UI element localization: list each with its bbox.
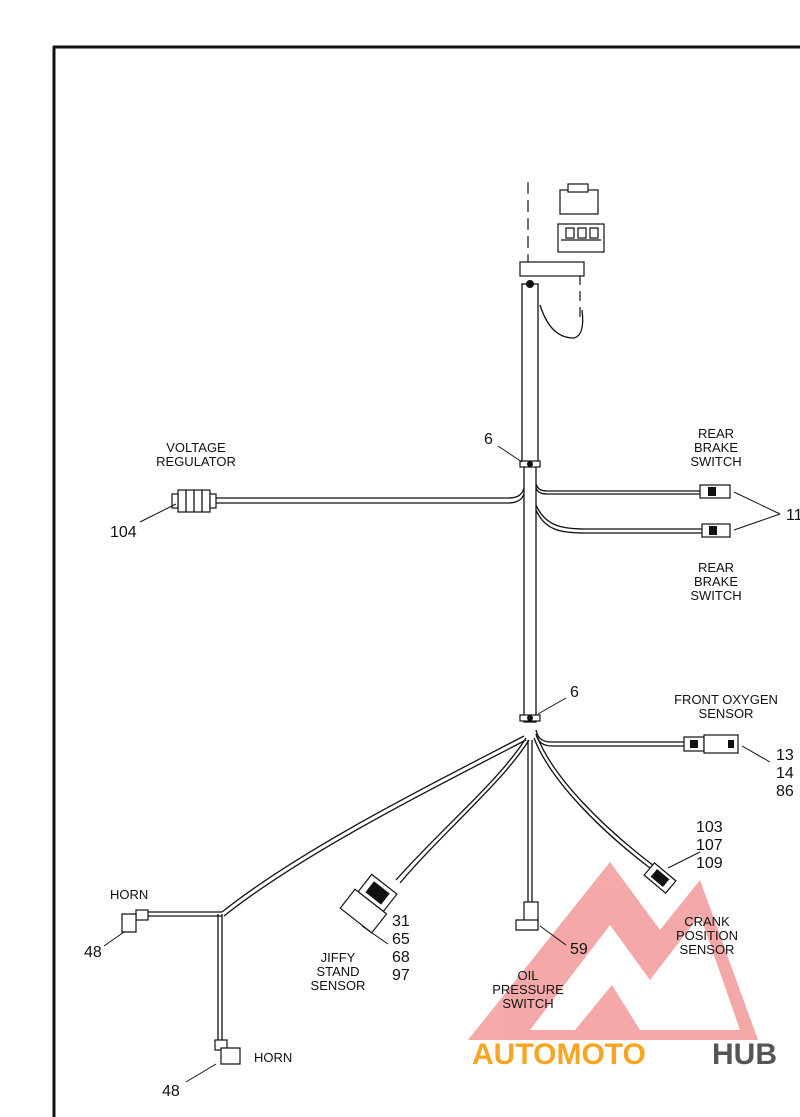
jiffy-stand-sensor-branch: 31 65 68 97 JIFFY STAND SENSOR — [311, 737, 530, 993]
rear-brake-switch-bottom-label-3: SWITCH — [690, 588, 741, 603]
front-oxygen-label-2: SENSOR — [699, 706, 754, 721]
horn-branch: 48 HORN 48 HORN — [84, 735, 527, 1100]
clip-lower-callout: 6 — [570, 684, 579, 701]
rear-brake-switch-callout: 11 — [786, 507, 800, 524]
crank-position-sensor-branch: 103 107 109 CRANK POSITION SENSOR — [533, 735, 738, 957]
oil-pressure-switch-branch: 59 OIL PRESSURE SWITCH — [492, 740, 588, 1011]
front-oxygen-callout-1: 13 — [776, 747, 794, 764]
jiffy-label-3: SENSOR — [311, 978, 366, 993]
front-oxygen-callout-2: 14 — [776, 765, 794, 782]
jiffy-label-1: JIFFY — [321, 950, 356, 965]
oil-pressure-label-3: SWITCH — [502, 996, 553, 1011]
rear-brake-switch-top-label-3: SWITCH — [690, 454, 741, 469]
front-oxygen-sensor-branch: 13 14 86 FRONT OXYGEN SENSOR — [535, 692, 794, 800]
horn-bottom-callout: 48 — [162, 1083, 180, 1100]
voltage-regulator-label-1: VOLTAGE — [166, 440, 226, 455]
voltage-regulator-branch: 104 VOLTAGE REGULATOR — [110, 440, 525, 541]
clip-upper-callout: 6 — [484, 431, 493, 448]
clip-lower: 6 — [519, 684, 579, 722]
oil-pressure-callout: 59 — [570, 941, 588, 958]
rear-brake-switch-bottom-label-2: BRAKE — [694, 574, 738, 589]
jiffy-callout-4: 97 — [392, 967, 410, 984]
oil-pressure-label-2: PRESSURE — [492, 982, 564, 997]
front-oxygen-callout-3: 86 — [776, 783, 794, 800]
crank-position-sensor-connector — [643, 862, 677, 894]
jiffy-callout-1: 31 — [392, 913, 410, 930]
front-oxygen-label-1: FRONT OXYGEN — [674, 692, 778, 707]
watermark-logo — [468, 862, 758, 1040]
crank-label-1: CRANK — [684, 914, 730, 929]
jiffy-callout-3: 68 — [392, 949, 410, 966]
rear-brake-switch-bottom-label-1: REAR — [698, 560, 734, 575]
voltage-regulator-callout: 104 — [110, 524, 137, 541]
horn-bottom-label: HORN — [254, 1050, 292, 1065]
horn-left-callout: 48 — [84, 944, 102, 961]
jiffy-stand-sensor-connector — [339, 873, 398, 934]
watermark-text-a: AUTOMOTO — [472, 1038, 646, 1071]
harness-trunk — [521, 280, 539, 723]
horn-bottom-connector — [220, 1047, 241, 1065]
crank-label-2: POSITION — [676, 928, 738, 943]
crank-callout-2: 107 — [696, 837, 723, 854]
main-connector-top — [519, 182, 605, 339]
horn-left-connector — [121, 913, 137, 933]
oil-pressure-label-1: OIL — [518, 968, 539, 983]
jiffy-label-2: STAND — [316, 964, 359, 979]
watermark-text-b: HUB — [712, 1038, 777, 1071]
rear-brake-switch-branches: 11 REAR BRAKE SWITCH REAR BRAKE SWITCH — [535, 426, 800, 603]
rear-brake-switch-top-label-2: BRAKE — [694, 440, 738, 455]
crank-callout-1: 103 — [696, 819, 723, 836]
jiffy-callout-2: 65 — [392, 931, 410, 948]
crank-callout-3: 109 — [696, 855, 723, 872]
watermark-text: AUTOMOTO HUB — [472, 1038, 777, 1071]
page-frame — [52, 45, 800, 1117]
clip-upper: 6 — [484, 431, 541, 468]
crank-label-3: SENSOR — [680, 942, 735, 957]
horn-left-label: HORN — [110, 887, 148, 902]
voltage-regulator-label-2: REGULATOR — [156, 454, 236, 469]
rear-brake-switch-top-label-1: REAR — [698, 426, 734, 441]
